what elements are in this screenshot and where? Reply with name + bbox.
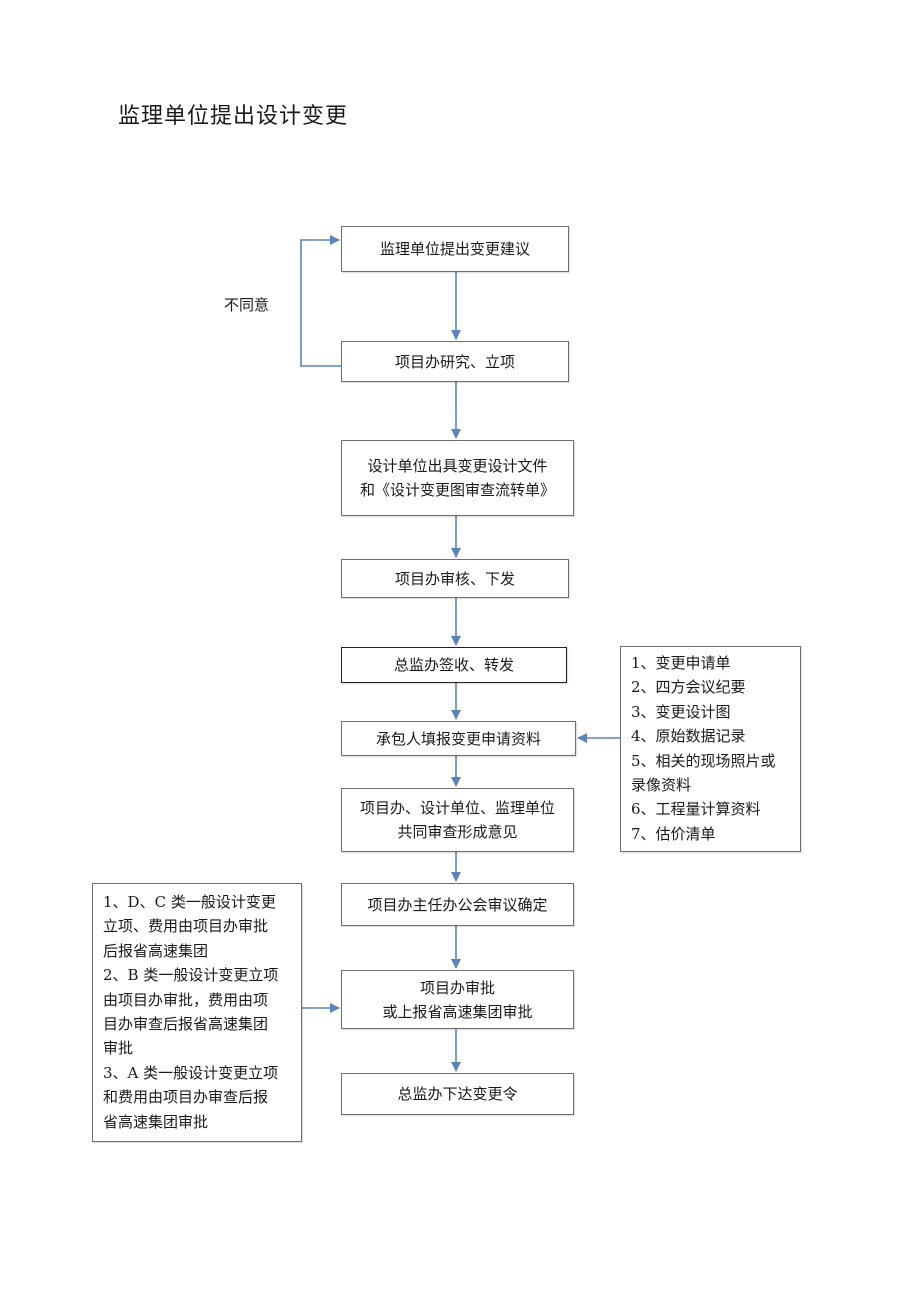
reject-label: 不同意 — [224, 296, 270, 314]
approval-rule-line: 立项、费用由项目办审批 — [103, 917, 269, 936]
step-research-approve: 项目办研究、立项 — [341, 341, 569, 382]
step-text: 共同审查形成意见 — [397, 823, 518, 841]
step-propose-change: 监理单位提出变更建议 — [341, 226, 569, 272]
step-text: 和《设计变更图审查流转单》 — [359, 481, 555, 499]
materials-item: 4、原始数据记录 — [631, 727, 746, 746]
step-office-meeting: 项目办主任办公会审议确定 — [341, 883, 574, 926]
approval-rule-line: 后报省高速集团 — [103, 941, 209, 960]
approval-rule-line: 和费用由项目办审查后报 — [103, 1088, 269, 1107]
step-design-documents: 设计单位出具变更设计文件 和《设计变更图审查流转单》 — [341, 440, 574, 516]
approval-rule-line: 省高速集团审批 — [103, 1112, 209, 1131]
approval-rule-line: 1、D、C 类一般设计变更 — [103, 893, 276, 911]
materials-note: 1、变更申请单 2、四方会议纪要 3、变更设计图 4、原始数据记录 5、相关的现… — [620, 646, 801, 852]
step-text: 设计单位出具变更设计文件 — [367, 457, 548, 475]
materials-item: 3、变更设计图 — [631, 702, 731, 721]
step-review-issue: 项目办审核、下发 — [341, 559, 569, 598]
approval-rule-line: 审批 — [103, 1039, 134, 1058]
approval-rule-line: 由项目办审批，费用由项 — [103, 990, 269, 1009]
step-approval: 项目办审批 或上报省高速集团审批 — [341, 970, 574, 1029]
approval-rule-line: 目办审查后报省高速集团 — [103, 1015, 269, 1034]
step-text: 项目办审核、下发 — [394, 569, 515, 588]
step-text: 承包人填报变更申请资料 — [375, 729, 541, 748]
step-text: 项目办主任办公会审议确定 — [367, 895, 548, 914]
step-text: 项目办研究、立项 — [394, 352, 515, 371]
step-text: 项目办、设计单位、监理单位 — [359, 799, 555, 817]
materials-item: 录像资料 — [631, 776, 692, 795]
approval-rule-line: 3、A 类一般设计变更立项 — [103, 1063, 279, 1082]
step-text: 监理单位提出变更建议 — [379, 240, 530, 258]
step-joint-review: 项目办、设计单位、监理单位 共同审查形成意见 — [341, 788, 574, 852]
materials-item: 7、估价清单 — [631, 824, 716, 843]
approval-rule-line: 2、B 类一般设计变更立项 — [103, 966, 279, 985]
materials-item: 2、四方会议纪要 — [631, 678, 746, 697]
step-text: 项目办审批 — [419, 978, 495, 997]
step-sign-forward: 总监办签收、转发 — [341, 647, 567, 683]
step-change-order: 总监办下达变更令 — [341, 1073, 574, 1115]
materials-item: 6、工程量计算资料 — [631, 800, 761, 819]
step-text: 总监办签收、转发 — [393, 656, 514, 674]
approval-rules-note: 1、D、C 类一般设计变更 立项、费用由项目办审批 后报省高速集团 2、B 类一… — [92, 883, 302, 1142]
reject-loop-arrow — [300, 235, 341, 367]
step-text: 总监办下达变更令 — [397, 1085, 518, 1103]
page-title: 监理单位提出设计变更 — [118, 104, 349, 129]
materials-item: 5、相关的现场照片或 — [631, 751, 776, 770]
step-contractor-submit: 承包人填报变更申请资料 — [341, 721, 576, 756]
materials-item: 1、变更申请单 — [631, 654, 731, 672]
step-text: 或上报省高速集团审批 — [382, 1002, 533, 1021]
